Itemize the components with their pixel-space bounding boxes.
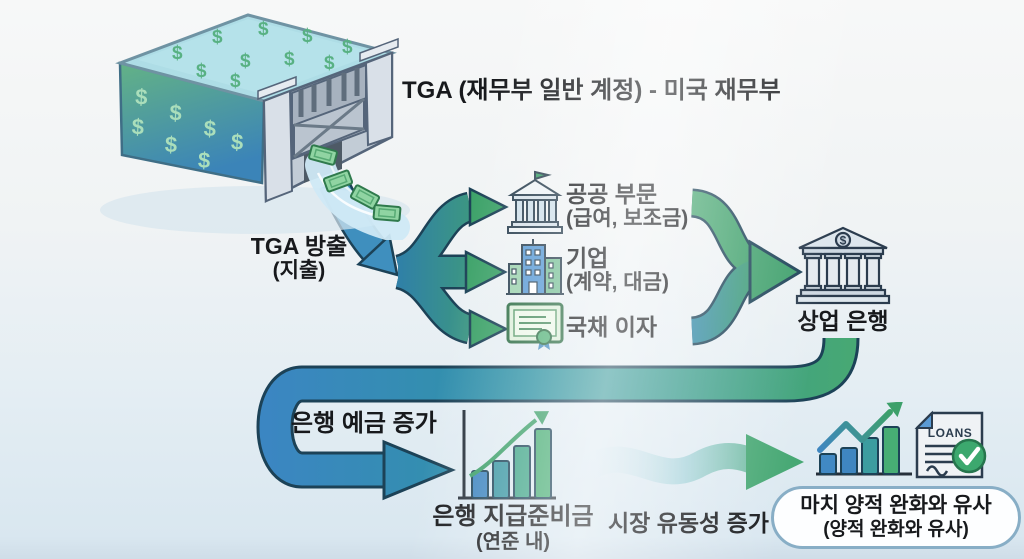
dollar-glyph: $ [230, 71, 241, 92]
branch-label: 공공 부문 [566, 181, 658, 207]
bank-reserves-label: 은행 지급준비금 (연준 내) [418, 503, 608, 554]
dollar-glyph: $ [203, 116, 217, 142]
dollar-glyph: $ [342, 37, 353, 58]
bank-dollar-glyph: $ [840, 234, 847, 248]
branch-sublabel: (계약, 대금) [566, 271, 669, 295]
dollar-glyph: $ [284, 49, 295, 70]
commercial-bank-label: 상업 은행 [797, 308, 889, 334]
market-growth-chart-icon [816, 402, 912, 476]
bond-certificate-icon [506, 302, 564, 350]
dollar-glyph: $ [131, 114, 145, 140]
split-arrow-trident [393, 186, 509, 350]
branch-label: 기업 [566, 245, 609, 271]
dollar-glyph: $ [135, 84, 149, 110]
dollar-glyph: $ [240, 51, 251, 72]
dollar-glyph: $ [212, 27, 223, 48]
dollar-glyph: $ [302, 26, 313, 47]
dollar-glyph: $ [197, 147, 211, 173]
commercial-bank-icon: $ [795, 226, 891, 305]
reserves-line2: (연준 내) [475, 530, 551, 553]
deposit-loop-arrow [256, 337, 860, 501]
dollar-glyph: $ [196, 61, 207, 82]
branch-public-sector-label: 공공 부문 (급여, 보조금) [566, 181, 688, 232]
rising-bars-chart-icon [458, 410, 556, 500]
government-building-icon [507, 170, 563, 234]
branch-corporate-label: 기업 (계약, 대금) [566, 245, 669, 296]
converge-arrow [689, 188, 803, 346]
dollar-signs-left-face: $ $ $ $ $ $ $ [131, 84, 244, 173]
dollar-glyph: $ [172, 43, 183, 64]
reserves-line1: 은행 지급준비금 [432, 503, 594, 530]
tga-release-line2: (지출) [272, 259, 326, 283]
diagram-title: TGA (재무부 일반 계정) - 미국 재무부 [402, 77, 781, 104]
liquidity-wave-arrow [579, 434, 804, 490]
dollar-glyph: $ [258, 19, 269, 40]
branch-sublabel: (급여, 보조금) [566, 207, 689, 231]
tga-release-label: TGA 방출 (지출) [238, 233, 360, 284]
office-buildings-icon [506, 239, 564, 295]
qe-line2: (양적 완화와 유사) [823, 518, 969, 540]
dollar-glyph: $ [230, 129, 244, 155]
bank-deposits-label: 은행 예금 증가 [291, 410, 437, 437]
market-liquidity-label: 시장 유동성 증가 [608, 510, 769, 536]
dollar-glyph: $ [324, 53, 335, 74]
loans-document-check-icon: LOANS [914, 410, 987, 479]
loans-doc-title: LOANS [928, 426, 973, 440]
dollar-glyph: $ [164, 132, 178, 158]
qe-similarity-bubble: 마치 양적 완화와 유사 (양적 완화와 유사) [771, 486, 1021, 549]
tga-release-line1: TGA 방출 [250, 233, 348, 259]
money-reservoir-dam-illustration: $ $ $ $ $ $ $ $ $ $ $ $ $ $ $ $ $ [100, 13, 410, 240]
falling-money-bills [308, 144, 402, 222]
branch-bond-interest-label: 국채 이자 [566, 314, 658, 340]
dollar-glyph: $ [169, 100, 183, 126]
qe-line1: 마치 양적 완화와 유사 [800, 493, 992, 517]
dollar-signs-water-surface: $ $ $ $ $ $ $ $ $ $ [172, 19, 353, 92]
